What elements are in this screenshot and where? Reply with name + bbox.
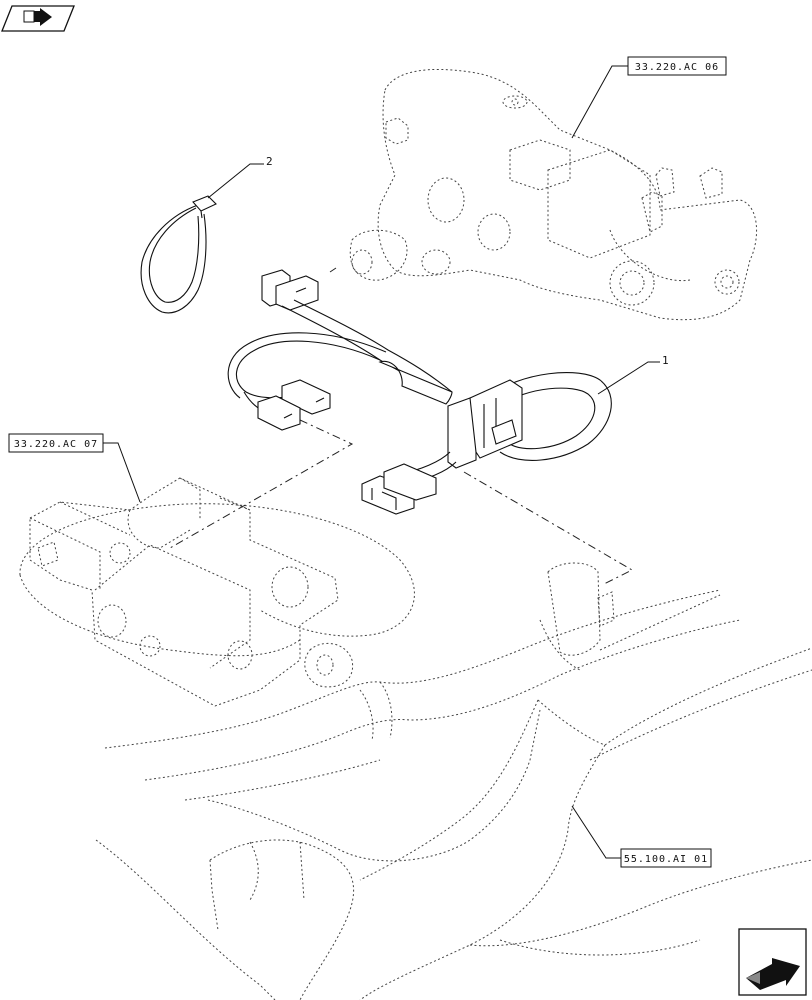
leader-item-2 [207, 163, 264, 199]
leader-left [103, 442, 141, 503]
ref-label-bottom: 55.100.AI 01 [624, 854, 708, 865]
ref-label-top-right: 33.220.AC 06 [635, 62, 719, 73]
cable-tie [140, 195, 217, 314]
ref-box-left[interactable]: 33.220.AC 07 [8, 433, 104, 453]
ref-box-top-right[interactable]: 33.220.AC 06 [627, 56, 727, 76]
book-arrow-icon[interactable] [1, 5, 75, 32]
main-harness-ghost [95, 562, 812, 1000]
ref-label-left: 33.220.AC 07 [14, 439, 98, 450]
leader-top-right [571, 65, 628, 139]
callout-item-1: 1 [662, 354, 669, 367]
solenoid-valve-ghost [19, 477, 415, 707]
routing-lines [169, 267, 634, 585]
leader-item-1 [597, 361, 660, 395]
callout-item-2: 2 [266, 155, 273, 168]
ref-box-bottom[interactable]: 55.100.AI 01 [620, 848, 712, 868]
wiring-harness [227, 269, 612, 515]
leader-bottom [571, 805, 621, 859]
next-page-arrow-icon[interactable] [738, 928, 807, 996]
valve-body-ghost [349, 68, 758, 321]
